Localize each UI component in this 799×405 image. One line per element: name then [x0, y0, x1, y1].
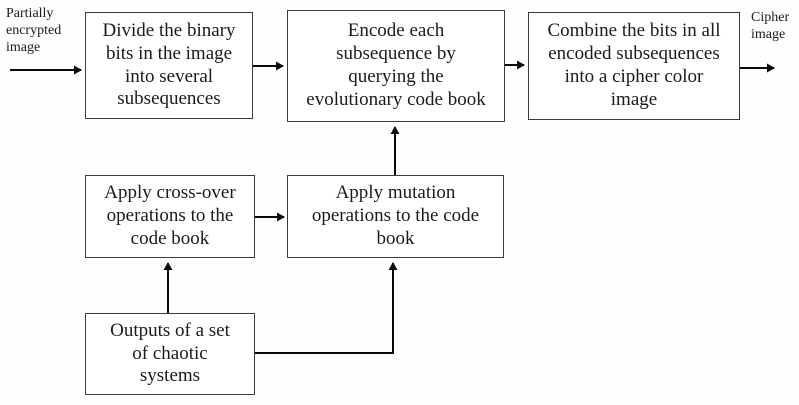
output-label: Cipher image	[751, 10, 790, 42]
box-encode-subseq: Encode each subsequence by querying the …	[287, 10, 505, 122]
box-chaotic-outputs: Outputs of a set of chaotic systems	[85, 313, 255, 395]
box-divide-bits: Divide the binary bits in the image into…	[85, 12, 253, 119]
box-encode-subseq-label: Encode each subsequence by querying the …	[306, 20, 486, 110]
box-divide-bits-label: Divide the binary bits in the image into…	[102, 19, 236, 110]
box-crossover-ops: Apply cross-over operations to the code …	[85, 175, 255, 258]
box-mutation-ops: Apply mutation operations to the code bo…	[287, 175, 504, 258]
arrow-chaotic-to-mutation	[255, 262, 398, 354]
box-crossover-ops-label: Apply cross-over operations to the code …	[104, 182, 236, 249]
box-mutation-ops-label: Apply mutation operations to the code bo…	[311, 182, 480, 249]
box-chaotic-outputs-label: Outputs of a set of chaotic systems	[110, 319, 230, 387]
input-label: Partially encrypted image	[6, 6, 62, 55]
box-combine-bits-label: Combine the bits in all encoded subseque…	[547, 20, 721, 110]
box-combine-bits: Combine the bits in all encoded subseque…	[528, 12, 740, 120]
